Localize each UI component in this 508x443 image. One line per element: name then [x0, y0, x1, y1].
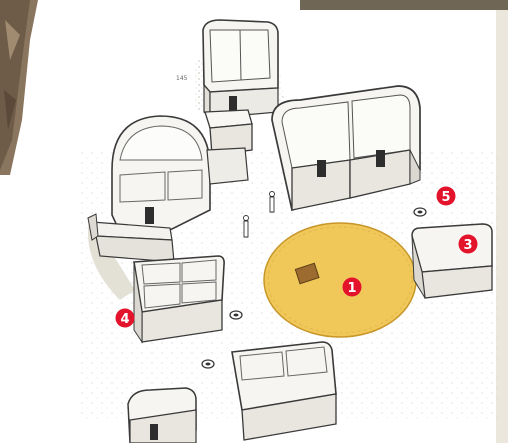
figure-person-1 — [270, 192, 275, 213]
dome-building — [112, 116, 210, 230]
plaza-circle — [264, 223, 416, 337]
figure-person-2 — [244, 216, 249, 238]
building-right — [412, 224, 492, 298]
vent-hatch-1 — [414, 208, 426, 216]
marker-3-label: 3 — [463, 238, 472, 253]
marker-5[interactable]: 5 — [437, 187, 456, 206]
tiny-number-label: 145 — [176, 75, 188, 82]
vent-hatch-2 — [230, 311, 242, 319]
marker-1-label: 1 — [347, 281, 356, 296]
vent-hatch-3 — [202, 360, 214, 368]
marker-4[interactable]: 4 — [116, 309, 135, 328]
dome-side-wall — [207, 148, 248, 184]
building-bottom-center — [232, 342, 336, 440]
marker-4-label: 4 — [120, 312, 129, 327]
marker-3[interactable]: 3 — [459, 235, 478, 254]
building-left-middle — [134, 256, 224, 342]
photo-corner-top-right — [300, 0, 508, 10]
marker-1[interactable]: 1 — [343, 278, 362, 297]
marker-5-label: 5 — [441, 190, 450, 205]
building-bottom-left — [128, 388, 196, 443]
